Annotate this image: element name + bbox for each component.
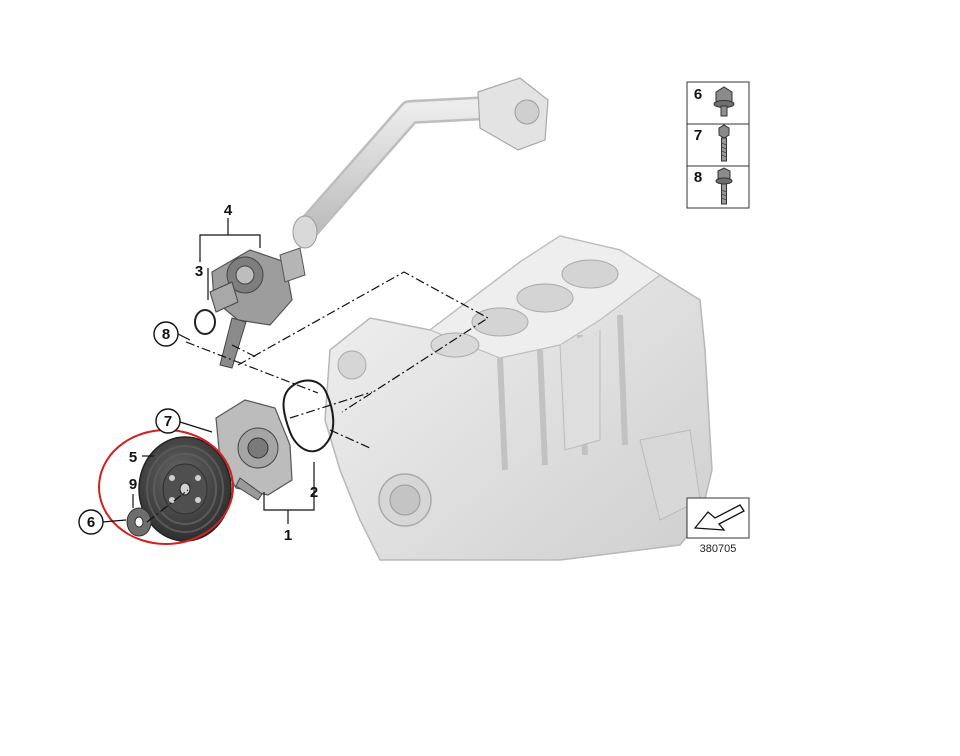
label-part-9: 9 xyxy=(129,476,137,493)
collar-bolt-icon xyxy=(715,167,733,205)
direction-arrow-icon xyxy=(686,497,750,539)
legend-row-6-number: 6 xyxy=(694,86,702,103)
legend-row-8-number: 8 xyxy=(694,169,702,186)
label-part-6: 6 xyxy=(87,514,95,531)
thermostat-seal-ring xyxy=(194,309,216,335)
label-8-circle xyxy=(153,321,179,347)
label-part-2: 2 xyxy=(310,484,318,501)
thermostat-housing xyxy=(209,247,306,369)
label-7-circle xyxy=(155,408,181,434)
pump-gasket xyxy=(282,379,335,453)
label-part-8: 8 xyxy=(162,326,170,343)
diagram-code: 380705 xyxy=(700,543,737,555)
belt-pulley xyxy=(138,436,232,542)
engine-block xyxy=(324,235,713,561)
coolant-pipe xyxy=(292,77,549,249)
label-part-5: 5 xyxy=(129,449,137,466)
label-part-7: 7 xyxy=(164,413,172,430)
legend-row-7-number: 7 xyxy=(694,127,702,144)
water-pump xyxy=(215,399,293,501)
fastener-legend: 6 7 8 xyxy=(686,81,750,209)
leader-lines xyxy=(101,218,490,524)
label-part-3: 3 xyxy=(195,263,203,280)
hex-flange-bolt-icon xyxy=(713,86,735,117)
washer xyxy=(126,507,152,537)
hex-bolt-long-icon xyxy=(718,124,730,162)
label-6-circle xyxy=(78,509,104,535)
label-part-4: 4 xyxy=(224,202,233,219)
label-part-1: 1 xyxy=(284,527,292,544)
